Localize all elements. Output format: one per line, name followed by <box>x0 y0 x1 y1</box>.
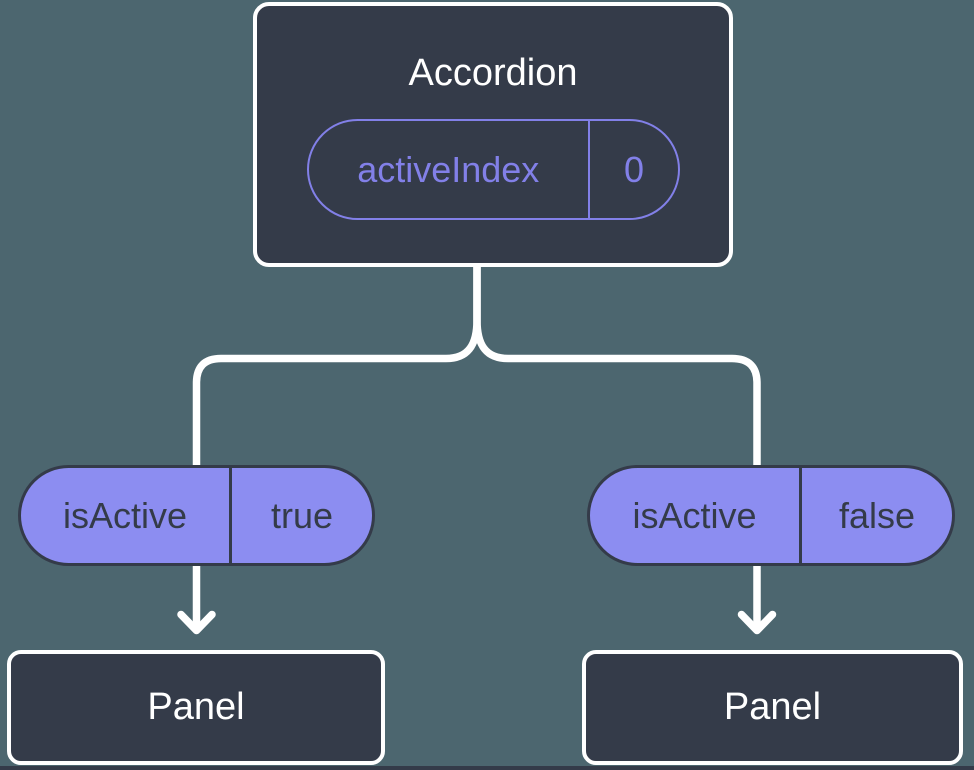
state-value-label: true <box>270 494 334 536</box>
state-pill-activeindex: activeIndex 0 <box>307 119 680 220</box>
panel-node-left: Panel <box>7 650 385 765</box>
accordion-node: Accordion activeIndex 0 <box>253 2 733 267</box>
bottom-edge-strip <box>0 766 974 770</box>
state-key-label: isActive <box>62 494 188 536</box>
arrowhead-left-icon <box>177 610 216 635</box>
panel-node-right: Panel <box>582 650 963 765</box>
panel-node-title: Panel <box>147 686 245 728</box>
state-pill-divider <box>799 468 802 563</box>
branch-line-right <box>473 262 761 629</box>
state-pill-isactive-left: isActive true <box>18 465 375 566</box>
state-key-label: activeIndex <box>357 148 540 190</box>
panel-node-title: Panel <box>723 686 822 728</box>
arrowhead-right-icon <box>737 610 777 635</box>
state-key-label: isActive <box>632 494 757 536</box>
state-pill-divider <box>587 121 590 218</box>
state-value-label: 0 <box>623 148 645 190</box>
accordion-node-title: Accordion <box>408 52 578 94</box>
state-pill-divider <box>229 468 232 563</box>
state-value-label: false <box>838 494 916 536</box>
branch-line-left <box>192 262 481 629</box>
state-pill-isactive-right: isActive false <box>587 465 955 566</box>
